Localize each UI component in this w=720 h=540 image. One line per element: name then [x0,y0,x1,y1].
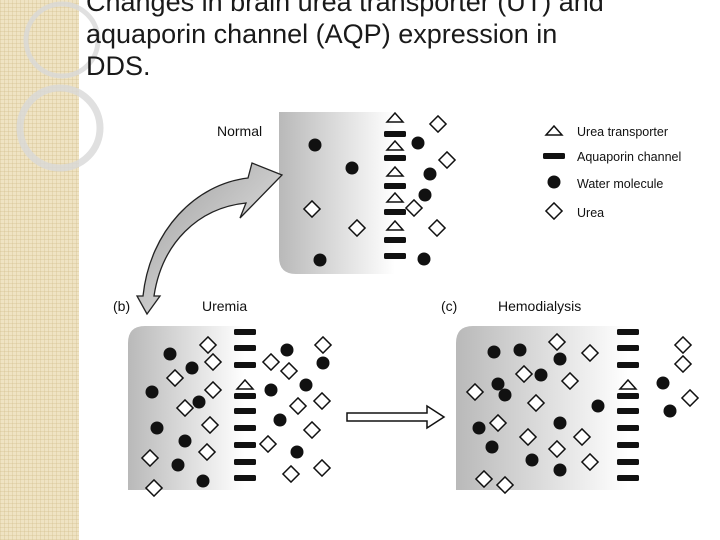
hemodialysis-label: Hemodialysis [498,298,581,314]
hemodialysis-tag: (c) [441,298,457,314]
legend-label-water-molecule: Water molecule [577,177,663,191]
curved-arrow-normal-to-uremia [135,162,284,316]
slide-title-line-3: DDS. [86,51,151,81]
normal-label: Normal [217,123,262,139]
legend-urea-symbol [545,202,563,220]
uremia-tag: (b) [113,298,130,314]
straight-arrow-uremia-to-hemodialysis [346,404,446,430]
legend-water-molecule-symbol [547,175,561,189]
slide-title-line-2: aquaporin channel (AQP) expression in [86,19,558,49]
legend-aquaporin-channel-symbol [543,153,565,159]
legend-urea-transporter-symbol [545,125,563,136]
uremia-panel: (b) Uremia [113,298,332,497]
normal-panel: Normal [217,112,456,274]
legend: Urea transporter Aquaporin channel Water… [543,125,681,220]
legend-label-urea-transporter: Urea transporter [577,125,668,139]
normal-membrane [384,112,406,259]
slide-title-line-1: Changes in brain urea transporter (UT) a… [86,0,604,17]
legend-label-aquaporin-channel: Aquaporin channel [577,150,681,164]
hemodialysis-cell-body [456,326,628,490]
normal-cell-body [279,112,395,274]
slide-title: Changes in brain urea transporter (UT) a… [86,0,716,82]
hemodialysis-panel: (c) Hemodialysis [441,298,699,494]
legend-label-urea: Urea [577,206,604,220]
uremia-label: Uremia [202,298,247,314]
